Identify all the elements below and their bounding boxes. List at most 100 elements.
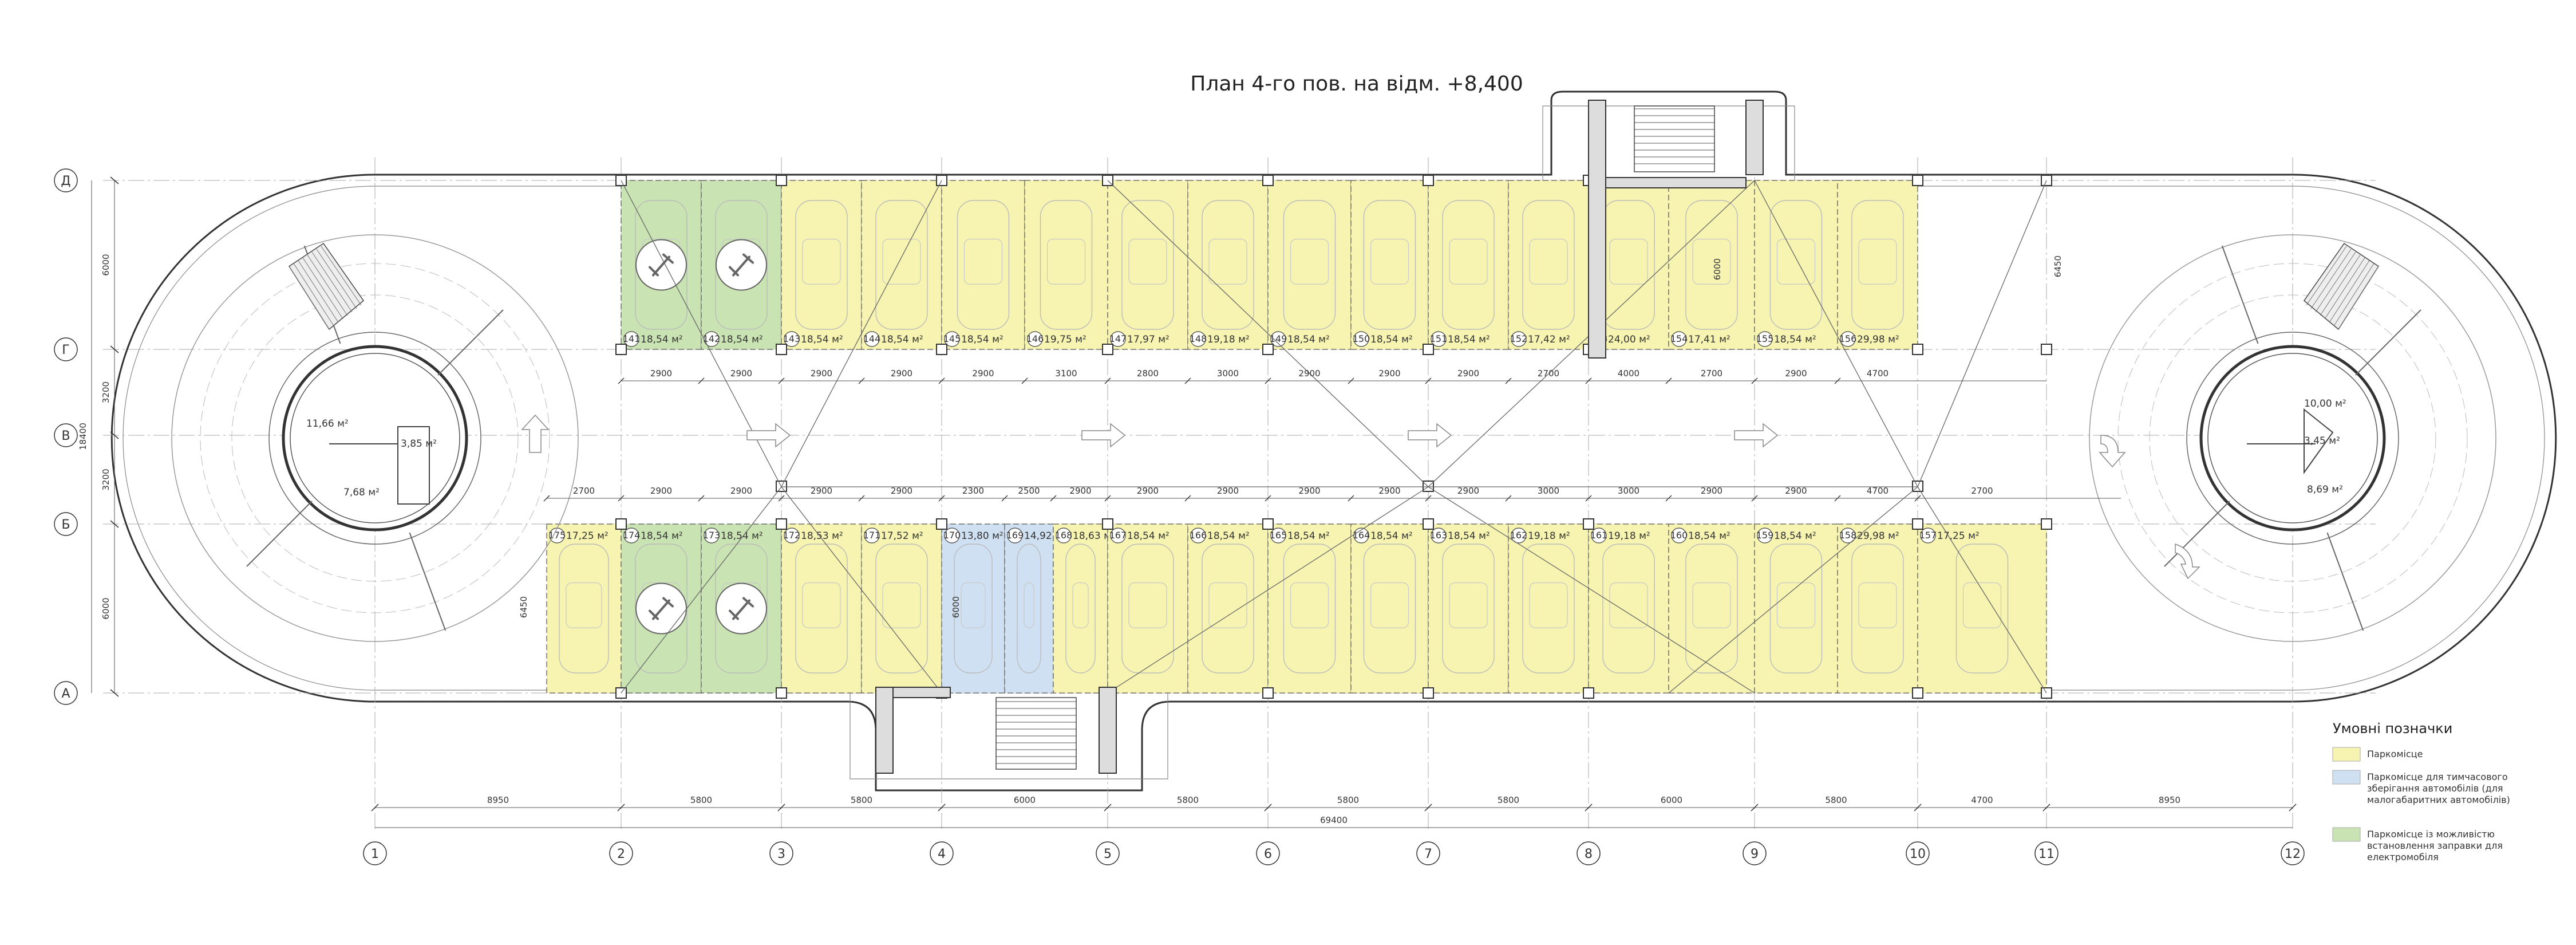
dimension-tick [617, 804, 625, 812]
row-axis-label: В [61, 429, 70, 443]
car-outline [1121, 544, 1174, 674]
col-axis-label: 11 [2038, 847, 2055, 861]
dimension-tick [1585, 495, 1592, 502]
car-outline [1442, 544, 1495, 674]
dimension-tick [938, 495, 945, 502]
space-number-badge [1671, 527, 1687, 544]
space-area-label: 18,54 м² [1127, 530, 1170, 542]
space-number: 161 [1590, 530, 1608, 541]
space-number: 174 [623, 530, 641, 541]
plug-icon [729, 597, 754, 620]
stair-flight [1634, 105, 1715, 172]
bay-dimension: 2700 [1701, 368, 1722, 379]
parking-space-area [1053, 523, 1108, 694]
dimension-tick [1914, 495, 1921, 502]
parking-space-area [1187, 180, 1269, 350]
slab-diagonals [621, 180, 2047, 694]
space-number-badge [944, 331, 960, 347]
dimension-tick [1424, 804, 1432, 812]
car-roof-outline [1370, 238, 1409, 285]
space-area-label: 29,98 м² [1857, 334, 1899, 345]
car-outline [1283, 200, 1336, 330]
dimension-tick [2042, 804, 2050, 812]
legend-text: Паркомісце для тимчасового [2367, 771, 2508, 782]
slab-diagonal-line [1668, 486, 1918, 694]
dimension-tick [858, 495, 865, 502]
legend-swatch [2332, 770, 2361, 785]
car-outline [795, 544, 848, 674]
col-dimension: 8950 [487, 795, 509, 805]
car-outline [875, 200, 928, 330]
legend-text: малогабаритних автомобілів) [2367, 794, 2510, 805]
space-number: 144 [863, 333, 881, 344]
ramp-lane-line [200, 263, 550, 613]
hatch-line [298, 260, 339, 323]
col-axis-label: 10 [1910, 847, 1926, 861]
space-number: 143 [783, 333, 801, 344]
bay-dimension: 2300 [962, 486, 984, 496]
hatch-line [2324, 257, 2365, 320]
slab-diagonal-line [781, 180, 942, 487]
col-axis-label: 4 [938, 847, 946, 861]
slab-diagonal-line [1107, 486, 1429, 694]
hatch-line [311, 251, 353, 313]
space-area-label: 19,75 м² [1044, 334, 1086, 345]
column-square [776, 518, 787, 530]
col-axis-label: 12 [2285, 847, 2301, 861]
bay-dimension: 2900 [1701, 486, 1722, 496]
col-dimension: 6000 [1014, 795, 1036, 805]
core-wall [875, 687, 894, 774]
space-area-label: 18,54 м² [1207, 530, 1250, 542]
space-number-badge [1190, 527, 1206, 544]
space-number-badge [1840, 331, 1856, 347]
space-number-badge [864, 331, 880, 347]
car-outline [1851, 200, 1904, 330]
col-axis-bubble [363, 841, 387, 865]
row-axis-bubble [54, 168, 78, 192]
space-area-label: 18,54 м² [1448, 334, 1490, 345]
space-area-label: 18,54 м² [641, 530, 683, 542]
legend-swatch [2332, 827, 2361, 842]
parking-space-area [1267, 523, 1352, 694]
car-roof-outline [1072, 582, 1089, 628]
space-area-label: 17,42 м² [1528, 334, 1570, 345]
bay-dimension: 2900 [1378, 368, 1400, 379]
dimension-tick [618, 495, 625, 502]
bay-dimension: 2900 [1378, 486, 1400, 496]
dimension-tick [1751, 377, 1758, 384]
space-number-badge [623, 527, 639, 544]
space-area-label: 19,18 м² [1207, 334, 1250, 345]
dimension-tick [1348, 495, 1354, 502]
hatch-line [293, 263, 334, 326]
car-roof-outline [1692, 238, 1731, 285]
space-area-label: 29,98 м² [1857, 530, 1899, 542]
column-square [1102, 344, 1113, 355]
space-number: 167 [1109, 530, 1127, 541]
dimension-tick [1348, 377, 1354, 384]
core-cylinder [2199, 345, 2386, 531]
parking-space-area [1350, 180, 1429, 350]
parking-space-area [1668, 523, 1755, 694]
dimension-tick [110, 176, 119, 184]
column-square [1912, 687, 1923, 699]
column-square [776, 344, 787, 355]
space-number-badge [1511, 331, 1527, 347]
car-outline [1202, 200, 1254, 330]
core-cylinder-inner [2207, 353, 2378, 523]
legend-text: Паркомісце [2367, 749, 2423, 759]
column-square [776, 687, 787, 699]
dimension-tick [778, 495, 785, 502]
col-axis-bubble [1416, 841, 1440, 865]
bay-dimension: 2900 [1298, 486, 1320, 496]
parking-space-area [1004, 523, 1054, 694]
